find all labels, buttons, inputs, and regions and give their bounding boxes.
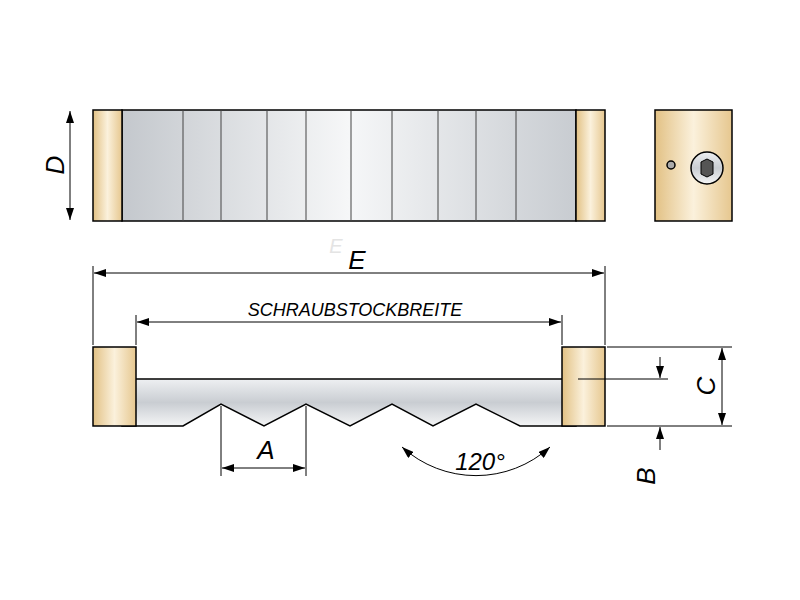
front-view xyxy=(93,347,605,426)
dimension-label: A xyxy=(257,437,274,463)
watermark: E xyxy=(329,236,342,256)
jaw-stripe xyxy=(306,110,307,221)
dimension-label: D xyxy=(42,156,68,175)
angle-label: 120° xyxy=(455,450,505,474)
dimension-label: E xyxy=(348,247,365,273)
jaw-stripe xyxy=(221,110,222,221)
top-view xyxy=(93,110,605,221)
dimension-lines xyxy=(70,111,732,476)
jaw-stripe xyxy=(438,110,439,221)
jaw-stripe xyxy=(476,110,477,221)
jaw-stripe xyxy=(267,110,268,221)
jaw-stripe xyxy=(392,110,393,221)
dimension-label: B xyxy=(633,467,659,484)
side-view xyxy=(655,110,732,221)
dimension-label: C xyxy=(693,377,719,396)
jaw-stripe xyxy=(183,110,184,221)
jaw-stripe xyxy=(516,110,517,221)
jaw-stripe xyxy=(351,110,352,221)
dimension-label: SCHRAUBSTOCKBREITE xyxy=(248,301,463,319)
